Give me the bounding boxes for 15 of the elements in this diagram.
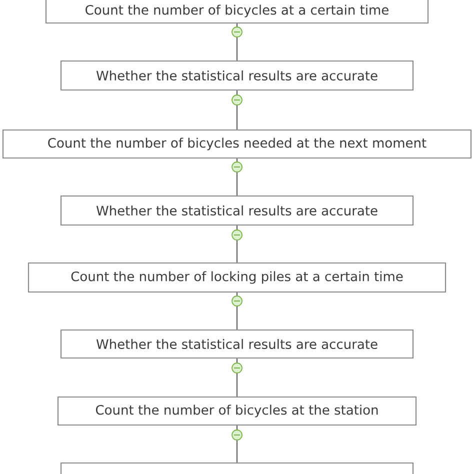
process-box: Count the number of bicycles needed at the next moment [2, 129, 472, 159]
connector-line [236, 158, 238, 196]
process-box: Count the number of bicycles at a certain time [45, 0, 429, 24]
process-box: Whether the statistical results are accurate [60, 60, 414, 91]
connector-line [236, 292, 238, 330]
connector-line [236, 425, 238, 463]
process-box [60, 462, 414, 474]
connector-line [236, 225, 238, 263]
connector-line [236, 23, 238, 61]
process-box: Count the number of locking piles at a certain time [28, 262, 446, 293]
process-box: Count the number of bicycles at the station [57, 396, 417, 426]
process-box: Whether the statistical results are accurate [60, 329, 414, 359]
connector-line [236, 90, 238, 130]
process-box: Whether the statistical results are accurate [60, 195, 414, 226]
connector-line [236, 358, 238, 397]
